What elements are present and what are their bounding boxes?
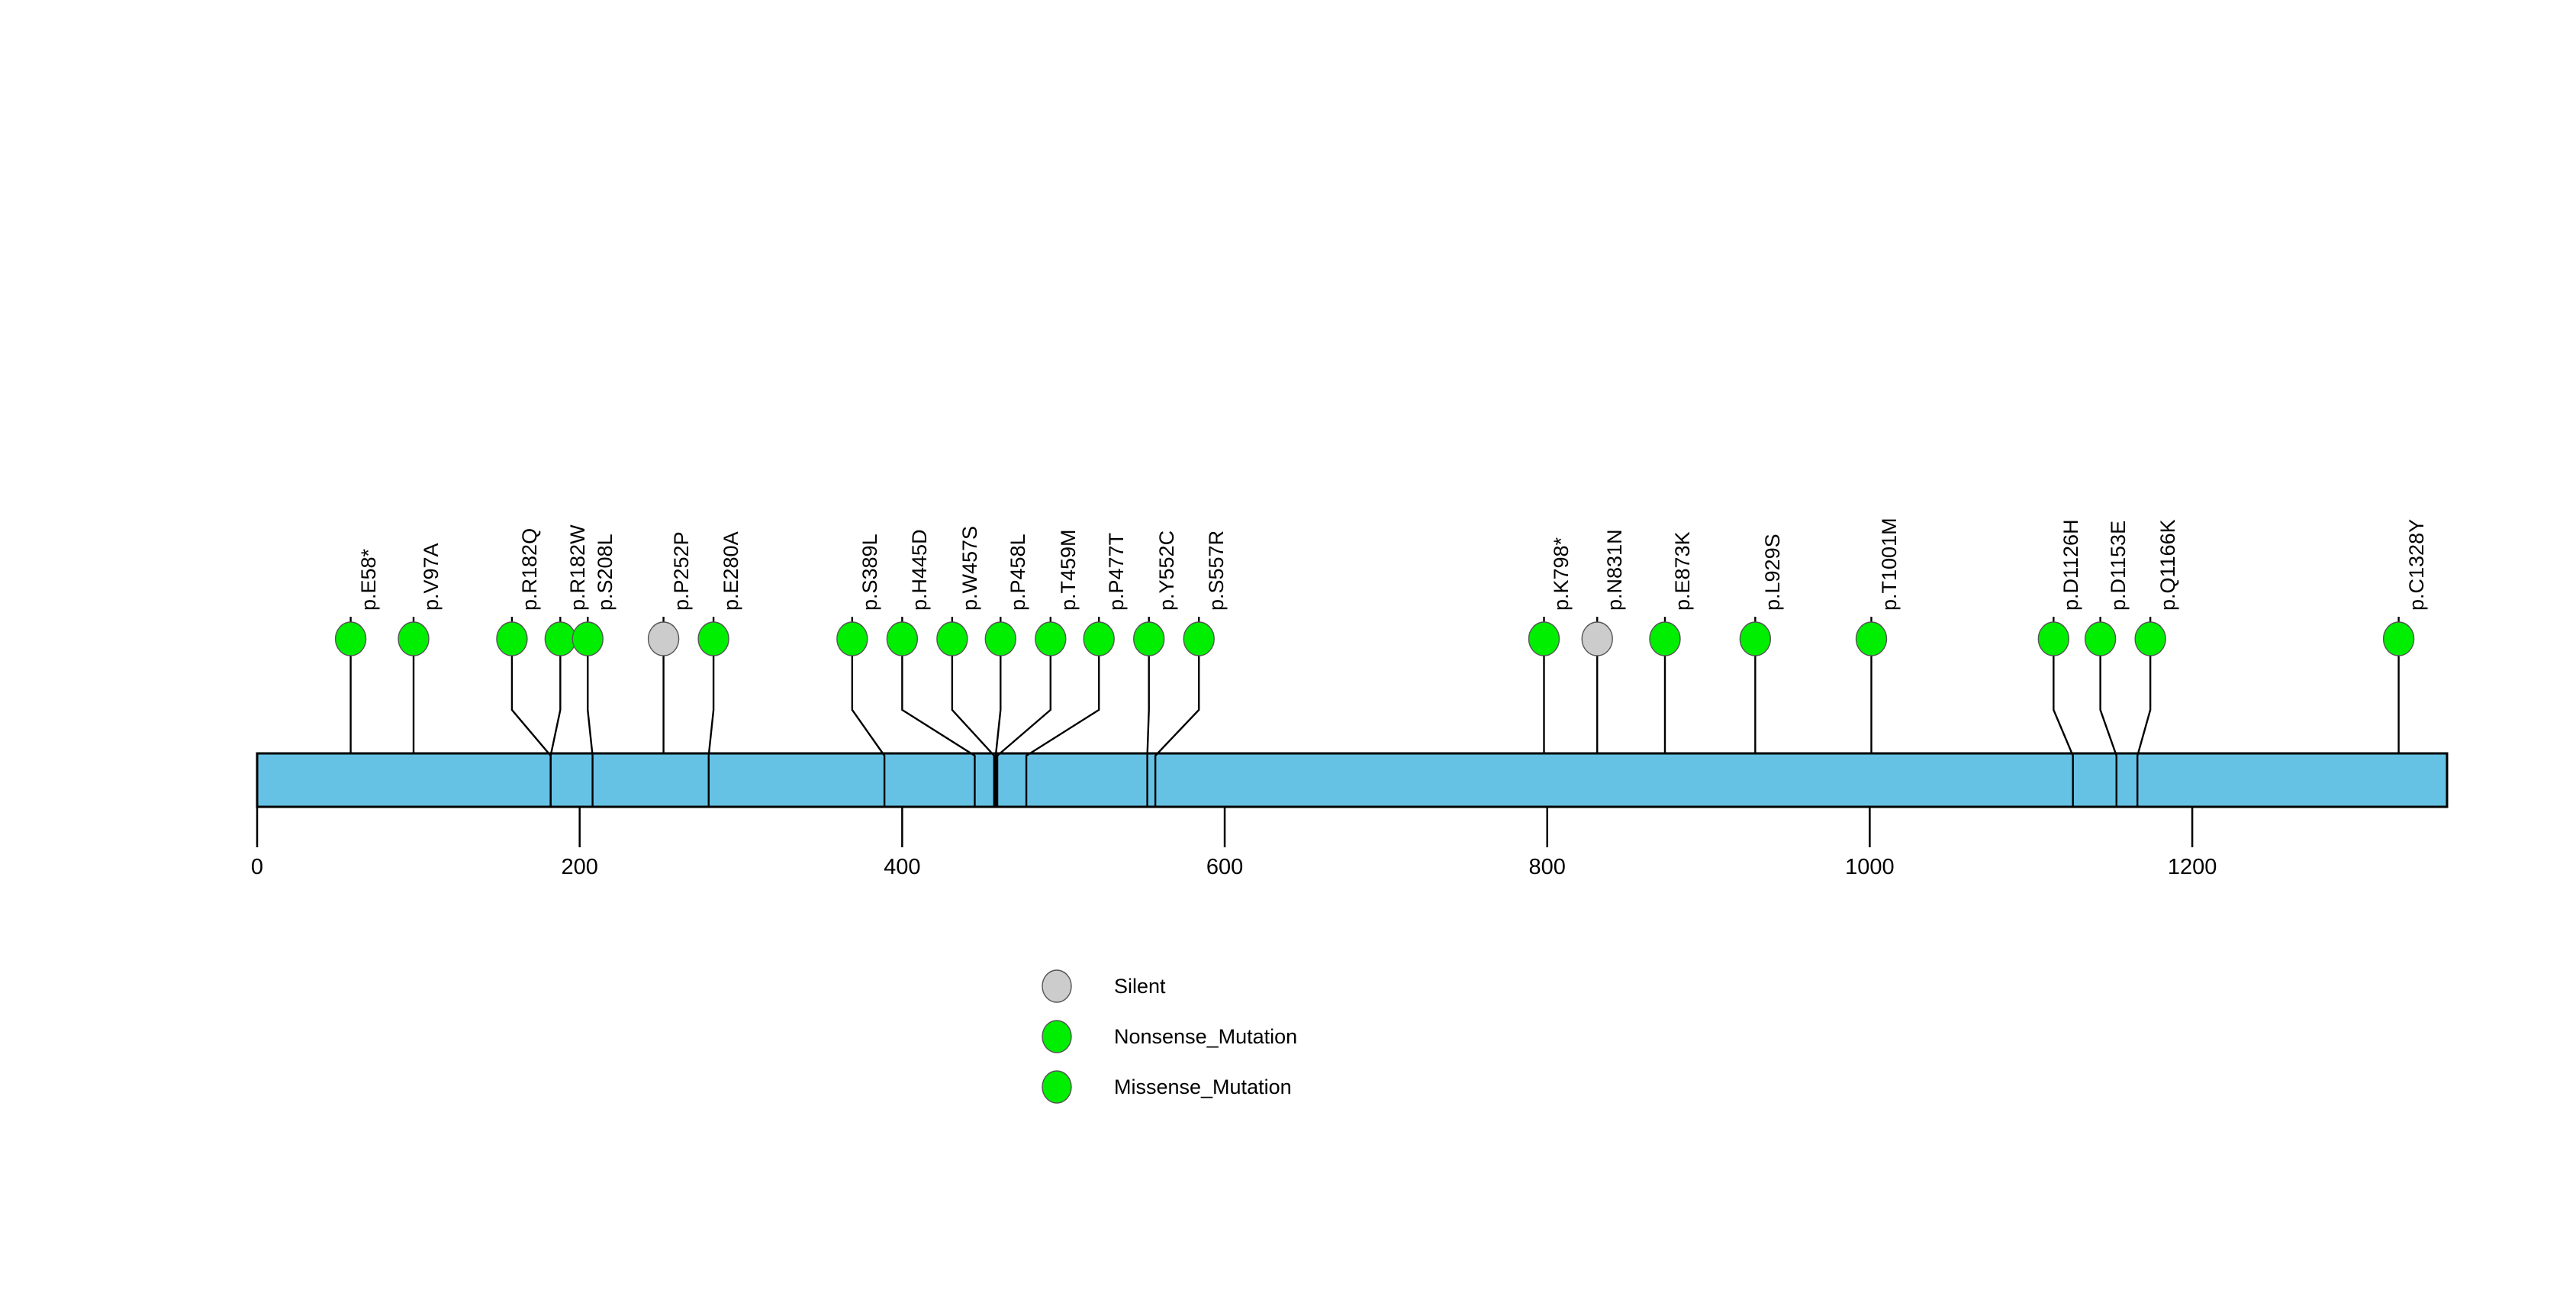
mutation-label-pW457S: p.W457S <box>958 525 981 611</box>
x-axis-tick-label: 800 <box>1528 855 1566 879</box>
mutation-label-pE280A: p.E280A <box>720 531 743 611</box>
mutation-label-pS557R: p.S557R <box>1205 530 1228 611</box>
lollipop-stem-layer <box>349 617 2400 807</box>
mutation-label-pT1001M: p.T1001M <box>1877 518 1901 611</box>
legend-label-missense_mutation: Missense_Mutation <box>1114 1076 1292 1098</box>
x-axis-tick-label: 1200 <box>2167 855 2217 879</box>
x-axis-tick-label: 400 <box>884 855 921 879</box>
mutation-label-pC1328Y: p.C1328Y <box>2404 518 2428 611</box>
lollipop-stem <box>901 639 976 807</box>
lollipop-stem <box>851 639 886 807</box>
lollipop-head-pR182W[interactable] <box>544 621 577 656</box>
lollipop-head-pH445D[interactable] <box>886 621 919 656</box>
lollipop-stem <box>2099 639 2117 807</box>
lollipop-head-pL929S[interactable] <box>1739 621 1772 656</box>
lollipop-stem <box>707 639 715 807</box>
legend-label-silent: Silent <box>1114 975 1166 998</box>
lollipop-stem <box>1146 639 1150 807</box>
mutation-label-pD1126H: p.D1126H <box>2059 519 2083 611</box>
mutation-label-pL929S: p.L929S <box>1761 534 1785 611</box>
lollipop-stem <box>1154 639 1200 807</box>
lollipop-head-pK798[interactable] <box>1528 621 1560 656</box>
lollipop-stem <box>2053 639 2074 807</box>
mutation-label-pK798: p.K798* <box>1550 537 1573 611</box>
lollipop-stem <box>996 639 1051 807</box>
legend-marker-nonsense_mutation[interactable] <box>1042 1020 1072 1053</box>
mutation-label-pH445D: p.H445D <box>908 529 932 611</box>
lollipop-head-pP477T[interactable] <box>1083 621 1115 656</box>
lollipop-head-pP252P[interactable] <box>647 621 680 656</box>
mutation-label-pS208L: p.S208L <box>594 534 617 611</box>
lollipop-head-pW457S[interactable] <box>936 621 968 656</box>
lollipop-head-pS208L[interactable] <box>572 621 604 656</box>
lollipop-stem <box>2136 639 2152 807</box>
x-axis-tick-label: 600 <box>1206 855 1244 879</box>
lollipop-head-pY552C[interactable] <box>1133 621 1165 656</box>
mutation-label-pN831N: p.N831N <box>1603 529 1627 611</box>
lollipop-head-pE280A[interactable] <box>697 621 729 656</box>
lollipop-head-pR182Q[interactable] <box>496 621 528 656</box>
protein-domain-bar-layer <box>256 752 2449 808</box>
x-axis-tick-label: 200 <box>561 855 598 879</box>
lollipop-head-pP458L[interactable] <box>984 621 1016 656</box>
mutation-label-pE58: p.E58* <box>356 548 380 611</box>
x-axis-tick-label: 0 <box>250 855 264 879</box>
lollipop-head-pE58[interactable] <box>334 621 367 656</box>
mutation-label-pY552C: p.Y552C <box>1154 530 1178 611</box>
legend-marker-silent[interactable] <box>1042 969 1072 1003</box>
protein-domain-bar <box>256 752 2449 808</box>
mutation-label-pS389L: p.S389L <box>858 534 881 611</box>
mutation-label-pD1153E: p.D1153E <box>2106 520 2130 611</box>
x-axis-tick-label: 1000 <box>1845 855 1895 879</box>
lollipop-head-pD1126H[interactable] <box>2037 621 2070 656</box>
lollipop-head-pC1328Y[interactable] <box>2382 621 2415 656</box>
lollipop-head-pS389L[interactable] <box>836 621 868 656</box>
mutation-label-pP477T: p.P477T <box>1105 532 1129 611</box>
lollipop-stem <box>994 639 1002 807</box>
legend-marker-missense_mutation[interactable] <box>1042 1070 1072 1104</box>
lollipop-stem <box>549 639 562 807</box>
lollipop-stem <box>587 639 594 807</box>
mutation-label-pP458L: p.P458L <box>1006 534 1030 611</box>
lollipop-head-pD1153E[interactable] <box>2084 621 2117 656</box>
lollipop-head-pT1001M[interactable] <box>1855 621 1888 656</box>
mutation-label-pP252P: p.P252P <box>669 531 693 611</box>
lollipop-head-pS557R[interactable] <box>1183 621 1215 656</box>
mutation-label-pE873K: p.E873K <box>1671 531 1694 611</box>
mutation-label-pQ1166K: p.Q1166K <box>2156 519 2180 611</box>
lollipop-head-pT459M[interactable] <box>1035 621 1067 656</box>
mutation-label-pR182W: p.R182W <box>566 524 590 611</box>
lollipop-head-layer <box>334 621 2415 656</box>
lollipop-stem <box>951 639 996 807</box>
mutation-label-pT459M: p.T459M <box>1056 529 1080 611</box>
legend-marker-layer <box>1042 969 1072 1104</box>
lollipop-head-pV97A[interactable] <box>398 621 430 656</box>
lollipop-head-pE873K[interactable] <box>1649 621 1681 656</box>
mutation-label-pV97A: p.V97A <box>420 543 443 611</box>
lollipop-stem <box>1025 639 1100 807</box>
x-axis-layer <box>256 807 2194 847</box>
legend-label-nonsense_mutation: Nonsense_Mutation <box>1114 1025 1298 1048</box>
lollipop-head-pN831N[interactable] <box>1581 621 1613 656</box>
mutation-label-pR182Q: p.R182Q <box>517 527 541 611</box>
lollipop-head-pQ1166K[interactable] <box>2134 621 2166 656</box>
